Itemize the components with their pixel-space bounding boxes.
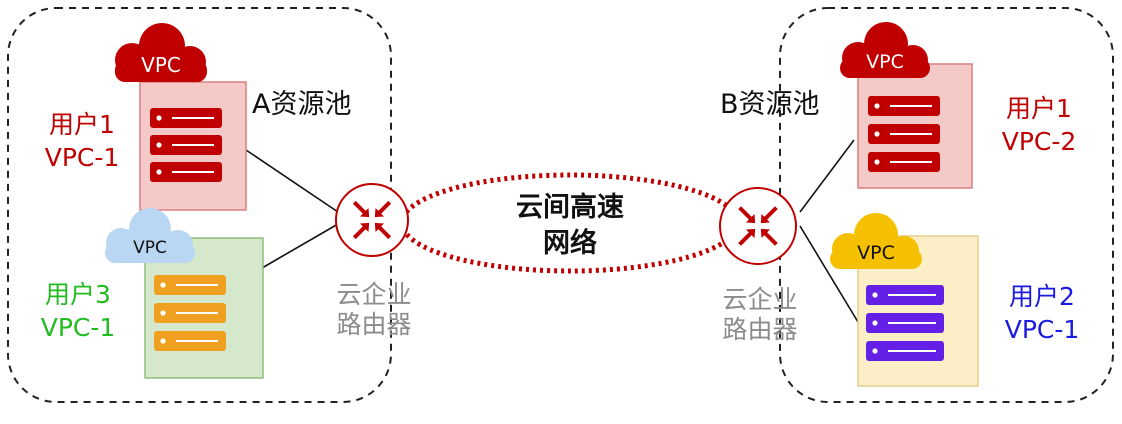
server-b1-unit-2 xyxy=(868,124,940,144)
router-label-line2: 路由器 xyxy=(722,315,798,344)
vpc-cloud-blue-a3 xyxy=(105,208,195,263)
vpc-label-a1: VPC xyxy=(141,53,181,77)
user-name: 用户2 xyxy=(1009,282,1075,311)
server-b1-unit-3 xyxy=(868,152,940,172)
user-name: 用户1 xyxy=(1006,94,1072,123)
user-vpc: VPC-1 xyxy=(1004,315,1080,344)
link-a1-router xyxy=(245,149,339,213)
vpc-label-a3: VPC xyxy=(133,238,167,258)
server-a3-unit-3 xyxy=(154,331,226,351)
server-b1-unit-1 xyxy=(868,96,940,116)
server-a1 xyxy=(139,81,247,211)
server-b1 xyxy=(857,63,973,189)
user-label-a1: 用户1 VPC-1 xyxy=(34,108,130,174)
link-router-b2 xyxy=(799,225,859,323)
router-label-line2: 路由器 xyxy=(336,310,412,339)
server-a3-unit-1 xyxy=(154,275,226,295)
server-b2-unit-2 xyxy=(866,313,944,333)
server-b2-unit-1 xyxy=(866,285,944,305)
vpc-label-b1: VPC xyxy=(866,51,904,73)
server-a1-unit-1 xyxy=(150,108,222,128)
router-a-label: 云企业 路由器 xyxy=(322,280,426,340)
user-vpc: VPC-1 xyxy=(40,313,116,342)
user-label-b1: 用户1 VPC-2 xyxy=(984,92,1094,158)
user-name: 用户1 xyxy=(49,110,115,139)
vpc-cloud-red-b1 xyxy=(840,22,930,78)
vpc-cloud-yellow-b2 xyxy=(830,213,922,269)
vpc-cloud-red-a1 xyxy=(115,23,207,82)
server-a3-unit-2 xyxy=(154,303,226,323)
vpc-label-b2: VPC xyxy=(857,242,895,264)
server-b2-unit-3 xyxy=(866,341,944,361)
user-name: 用户3 xyxy=(45,280,111,309)
pool-b-label: B资源池 xyxy=(720,89,820,120)
router-label-line1: 云企业 xyxy=(722,285,798,314)
user-vpc: VPC-2 xyxy=(1001,127,1077,156)
server-a1-unit-3 xyxy=(150,162,222,182)
user-label-a3: 用户3 VPC-1 xyxy=(30,278,126,344)
network-line2: 网络 xyxy=(543,228,597,259)
link-router-b1 xyxy=(799,139,855,213)
server-a1-unit-2 xyxy=(150,135,222,155)
cloud-network-label: 云间高速 网络 xyxy=(490,190,650,262)
network-line1: 云间高速 xyxy=(516,192,624,223)
user-label-b2: 用户2 VPC-1 xyxy=(990,280,1094,346)
pool-a-label: A资源池 xyxy=(252,89,352,120)
link-a3-router xyxy=(261,223,339,269)
user-vpc: VPC-1 xyxy=(44,143,120,172)
router-b-icon xyxy=(719,187,797,265)
router-b-label: 云企业 路由器 xyxy=(708,285,812,345)
router-label-line1: 云企业 xyxy=(336,280,412,309)
router-a-icon xyxy=(335,183,409,257)
